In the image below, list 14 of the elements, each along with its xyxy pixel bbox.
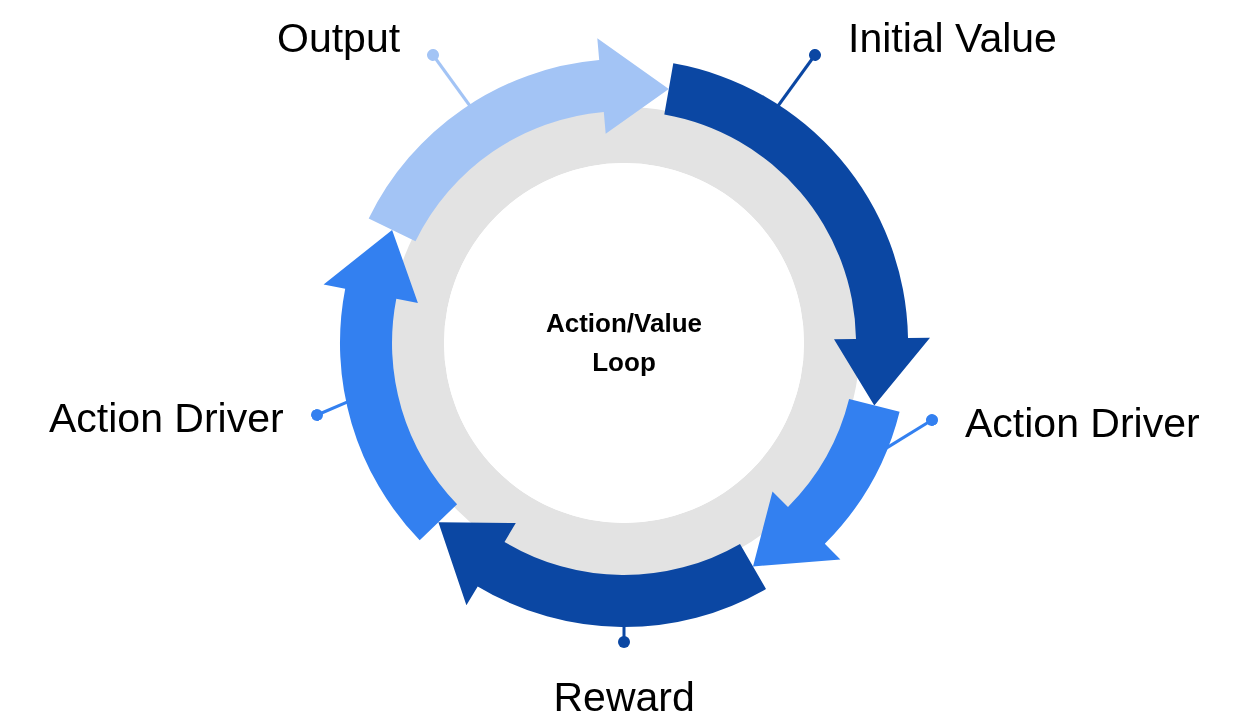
leader-line: [884, 414, 938, 450]
leader-line: [311, 400, 349, 421]
stage-label: Action Driver: [927, 403, 1200, 444]
stage-label: Reward: [553, 637, 695, 718]
leader-line: [776, 49, 821, 108]
stage-label: Initial Value: [810, 18, 1057, 59]
leader-line: [618, 625, 630, 648]
stage-label: Output: [277, 18, 439, 59]
loop-segment: [323, 229, 458, 541]
leader-line: [427, 49, 472, 108]
loop-title: Action/Value Loop: [544, 307, 703, 379]
loop-segment: [438, 522, 766, 627]
stage-label: Action Driver: [49, 398, 322, 439]
loop-segment: [753, 399, 900, 567]
